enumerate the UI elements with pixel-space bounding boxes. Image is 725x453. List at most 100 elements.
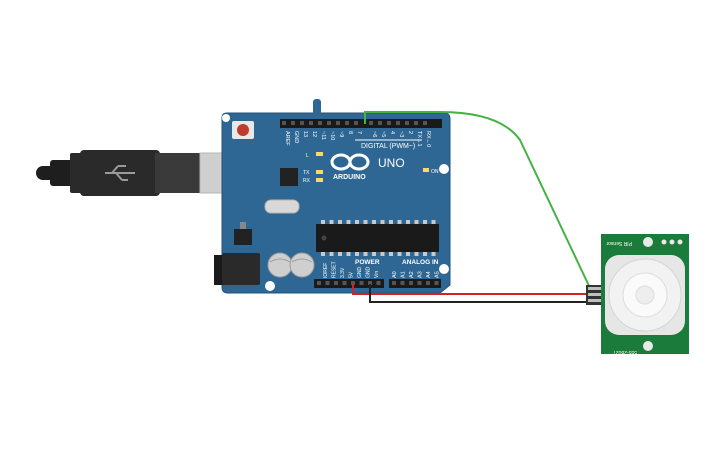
- digital-pin-label: 8: [347, 131, 353, 134]
- header-pin[interactable]: [342, 281, 347, 285]
- header-pin[interactable]: [426, 281, 430, 285]
- led-l-label: L: [306, 153, 309, 159]
- power-pin-label: 5V: [349, 271, 355, 278]
- header-pin[interactable]: [414, 121, 418, 125]
- mount-hole-icon: [265, 281, 275, 291]
- header-pin[interactable]: [409, 281, 413, 285]
- analog-pin-label: A2: [409, 271, 415, 278]
- header-pin[interactable]: [434, 281, 439, 285]
- reset-button[interactable]: [232, 121, 254, 139]
- header-pin[interactable]: [387, 121, 391, 125]
- header-pin[interactable]: [325, 281, 330, 285]
- header-pin[interactable]: [417, 281, 422, 285]
- digital-pin-label: ~10: [329, 131, 335, 140]
- atmega-chip-pins: [321, 220, 436, 256]
- led-rx: [316, 178, 323, 182]
- digital-pin-label: 7: [356, 131, 362, 134]
- crystal: [264, 199, 300, 214]
- power-pin-label: 3.3V: [340, 267, 346, 278]
- mount-hole-icon: [439, 164, 449, 174]
- pir-dome: [605, 255, 685, 335]
- header-pin[interactable]: [351, 281, 355, 285]
- led-rx-label: RX: [303, 178, 311, 184]
- digital-pin-label: RX←0: [425, 131, 431, 147]
- voltage-regulator: [234, 229, 252, 245]
- mount-hole-icon: [439, 264, 449, 274]
- analog-pin-label: A4: [426, 271, 432, 278]
- digital-pin-label: 4: [389, 131, 395, 134]
- analog-pin-label: A1: [401, 271, 407, 278]
- usb-chip: [280, 168, 298, 186]
- power-pin-label: IOREF: [323, 263, 329, 278]
- digital-pin-label: 12: [311, 131, 317, 137]
- capacitor-2: [289, 252, 315, 278]
- header-pin[interactable]: [345, 121, 349, 125]
- power-jack[interactable]: [214, 253, 260, 285]
- digital-pin-label: 2: [407, 131, 413, 134]
- analog-header: [389, 279, 441, 288]
- digital-header-pins: [282, 121, 427, 125]
- header-pin[interactable]: [378, 121, 382, 125]
- brand-text: ARDUINO: [333, 174, 366, 181]
- header-pin[interactable]: [400, 281, 405, 285]
- digital-pin-label: AREF: [284, 131, 290, 146]
- led-l: [316, 152, 323, 156]
- digital-pin-label: TX→1: [416, 131, 422, 147]
- header-pin[interactable]: [291, 121, 295, 125]
- led-on: [423, 168, 429, 172]
- model-text: UNO: [378, 156, 405, 170]
- digital-label: DIGITAL (PWM~): [361, 143, 415, 150]
- header-pin[interactable]: [369, 121, 373, 125]
- header-pin[interactable]: [300, 121, 304, 125]
- header-pin[interactable]: [396, 121, 400, 125]
- header-pin[interactable]: [392, 281, 396, 285]
- digital-pin-label: GND: [293, 131, 299, 143]
- led-tx: [316, 170, 323, 174]
- power-pin-label: RESET: [332, 261, 338, 278]
- mount-hole-icon: [643, 341, 653, 351]
- led-on-label: ON: [431, 169, 439, 175]
- digital-pin-label: ~5: [380, 131, 386, 137]
- digital-pin-label: ~9: [338, 131, 344, 137]
- ground-wire[interactable]: [369, 284, 590, 303]
- header-pin[interactable]: [327, 121, 331, 125]
- power-label: POWER: [355, 259, 380, 266]
- power-pin-label: Vin: [374, 271, 380, 278]
- header-pin[interactable]: [309, 121, 313, 125]
- digital-pin-label: 13: [302, 131, 308, 137]
- pir-sensor[interactable]: PIR Sensor 555-28027: [586, 234, 689, 355]
- led-tx-label: TX: [303, 170, 310, 176]
- mount-hole-icon: [222, 114, 230, 122]
- analog-label: ANALOG IN: [402, 259, 439, 266]
- header-pin[interactable]: [282, 121, 286, 125]
- sensor-bottom-text: 555-28027: [613, 349, 637, 355]
- power-pin-label: GND: [357, 267, 363, 279]
- digital-header: [280, 119, 442, 128]
- power-wire[interactable]: [352, 284, 590, 295]
- power-pin-label: GND: [366, 267, 372, 279]
- signal-wire[interactable]: [364, 111, 591, 289]
- header-pin[interactable]: [354, 121, 358, 125]
- analog-pin-label: A0: [392, 271, 398, 278]
- digital-pin-label: ~6: [371, 131, 377, 137]
- arduino-logo-icon: [330, 153, 370, 171]
- header-pin[interactable]: [376, 281, 381, 285]
- header-pin[interactable]: [336, 121, 340, 125]
- header-pin[interactable]: [318, 121, 322, 125]
- header-pin[interactable]: [317, 281, 321, 285]
- sensor-top-text: PIR Sensor: [606, 240, 632, 246]
- digital-pin-label: ~3: [398, 131, 404, 137]
- header-pin[interactable]: [359, 281, 364, 285]
- header-pin[interactable]: [334, 281, 338, 285]
- atmega-chip: [316, 224, 439, 252]
- header-pin[interactable]: [368, 281, 372, 285]
- bottom-header-pins: [317, 281, 439, 285]
- capacitor-1: [267, 252, 293, 278]
- header-pin[interactable]: [423, 121, 427, 125]
- header-pin[interactable]: [405, 121, 409, 125]
- power-header: [314, 279, 384, 288]
